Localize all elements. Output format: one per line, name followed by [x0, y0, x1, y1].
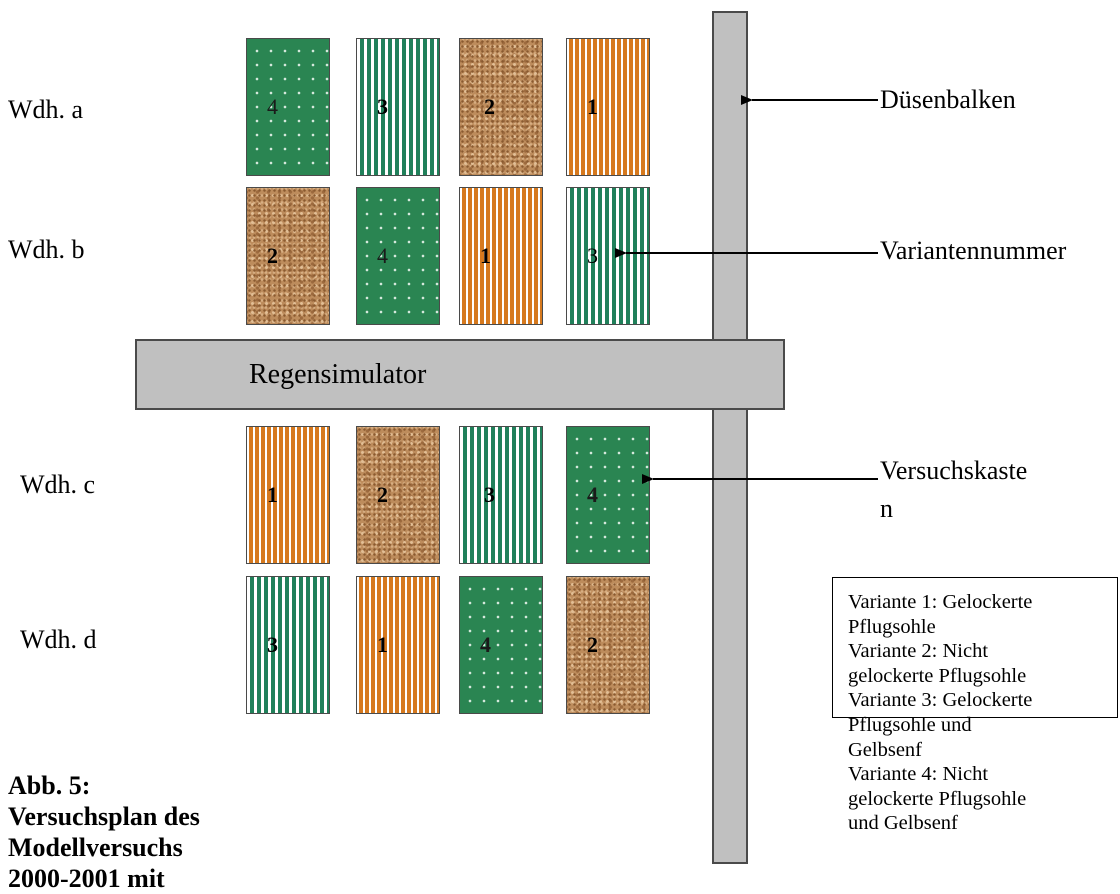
test-box-variant-4: 4 — [246, 38, 330, 176]
legend-line: Pflugsohle und — [848, 713, 972, 736]
row-label: Wdh. d — [20, 625, 97, 654]
row-label: Wdh. a — [8, 95, 84, 124]
legend-line: Pflugsohle — [848, 615, 936, 638]
test-box-variant-3: 3 — [566, 187, 650, 325]
variant-number: 1 — [587, 94, 598, 119]
nozzle-bar — [712, 11, 748, 864]
test-box-variant-4: 4 — [459, 576, 543, 714]
legend-line: Variante 2: Nicht — [848, 640, 989, 663]
variant-number: 1 — [377, 632, 388, 657]
rain-simulator-label: Regensimulator — [249, 359, 427, 390]
variant-number: 4 — [377, 243, 388, 268]
variant-number: 2 — [267, 243, 278, 268]
test-box-variant-2: 2 — [246, 187, 330, 325]
caption-line: 2000-2001 mit — [8, 864, 165, 893]
callout-variant-number: Variantennummer — [880, 236, 1067, 265]
rain-simulator: Regensimulator — [135, 339, 785, 410]
test-box-variant-1: 1 — [459, 187, 543, 325]
figure-caption: Abb. 5: Versuchsplan des Modellversuchs … — [8, 770, 238, 894]
variant-number: 2 — [377, 482, 388, 507]
variant-number: 1 — [480, 243, 491, 268]
test-box-variant-2: 2 — [566, 576, 650, 714]
test-box-variant-3: 3 — [459, 426, 543, 564]
caption-line: Modellversuchs — [8, 833, 183, 862]
row-label: Wdh. b — [8, 235, 85, 264]
legend-line: Gelbsenf — [848, 738, 923, 761]
legend-line: Variante 3: Gelockerte — [848, 689, 1033, 712]
variant-number: 2 — [587, 632, 598, 657]
legend-line: Variante 1: Gelockerte — [848, 591, 1033, 613]
callout-test-box-line1: Versuchskaste — [880, 456, 1028, 485]
variant-number: 3 — [377, 94, 388, 119]
test-box-variant-2: 2 — [356, 426, 440, 564]
caption-line: Versuchsplan des — [8, 802, 200, 831]
test-box-variant-3: 3 — [356, 38, 440, 176]
legend-line: gelockerte Pflugsohle — [848, 664, 1027, 687]
callout-nozzle-bar: Düsenbalken — [880, 85, 1016, 114]
test-box-variant-3: 3 — [246, 576, 330, 714]
legend-line: gelockerte Pflugsohle — [848, 787, 1027, 810]
variant-number: 4 — [267, 94, 278, 119]
variant-number: 1 — [267, 482, 278, 507]
callout-test-box-line2: n — [880, 494, 893, 523]
legend-box — [832, 577, 1118, 718]
legend-line: und Gelbsenf — [848, 812, 958, 835]
test-box-variant-1: 1 — [356, 576, 440, 714]
variant-number: 3 — [267, 632, 278, 657]
row-label: Wdh. c — [20, 470, 96, 499]
test-box-variant-1: 1 — [246, 426, 330, 564]
legend: Variante 1: Gelockerte Pflugsohle Varian… — [848, 590, 1118, 836]
test-box-variant-2: 2 — [459, 38, 543, 176]
variant-number: 4 — [587, 482, 598, 507]
test-box-variant-4: 4 — [356, 187, 440, 325]
legend-line: Variante 4: Nicht — [848, 763, 989, 786]
caption-line: Abb. 5: — [8, 771, 91, 800]
variant-number: 3 — [484, 482, 495, 507]
variant-number: 4 — [480, 632, 491, 657]
test-box-variant-4: 4 — [566, 426, 650, 564]
variant-number: 2 — [484, 94, 495, 119]
variant-number: 3 — [587, 243, 598, 268]
test-box-variant-1: 1 — [566, 38, 650, 176]
